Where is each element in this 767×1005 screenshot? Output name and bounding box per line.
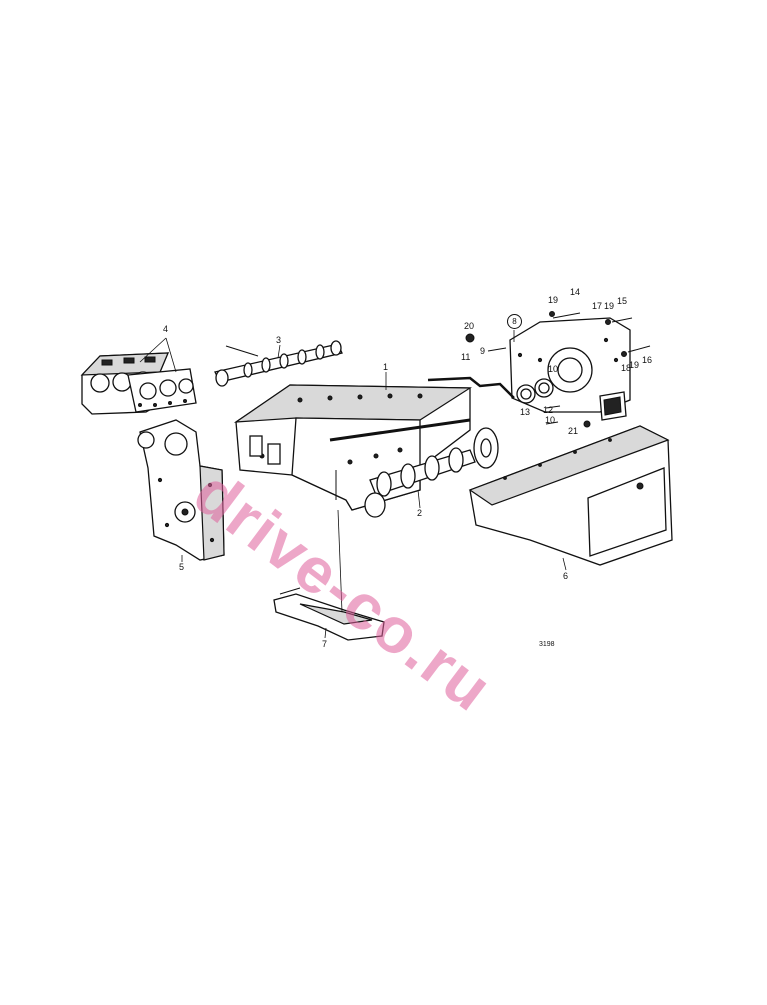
part-label: 17	[592, 301, 603, 311]
part-label: 7	[322, 639, 328, 649]
part-label: 4	[163, 324, 169, 334]
part-label: 12	[543, 405, 554, 415]
bolts-and-nuts	[465, 311, 651, 428]
part-label: 11	[461, 352, 471, 362]
part-8-flywheel-housing	[509, 317, 631, 421]
part-label: 2	[417, 508, 423, 518]
part-label: 19	[548, 295, 559, 305]
part-label: 13	[520, 407, 531, 417]
seal-rings	[516, 378, 554, 404]
part-label: 19	[629, 360, 640, 370]
part-label: 20	[464, 321, 475, 331]
part-label: 3	[276, 335, 282, 345]
part-label: 21	[568, 426, 579, 436]
part-label: 15	[617, 296, 628, 306]
part-label: 19	[604, 301, 615, 311]
part-3-camshaft	[214, 340, 343, 387]
part-label: 18	[621, 363, 632, 373]
part-2-crankshaft	[364, 427, 499, 518]
part-label: 16	[642, 355, 653, 365]
part-label: 1	[383, 362, 389, 372]
part-label: 10	[548, 364, 559, 374]
part-7-support-bracket	[273, 587, 385, 641]
drawing-code: 3198	[539, 641, 555, 648]
part-label: 10	[545, 415, 556, 425]
part-6-oil-sump	[468, 425, 673, 566]
part-label: 9	[480, 346, 486, 356]
part-label: 14	[570, 287, 581, 297]
part-5-timing-casing	[137, 419, 225, 561]
part-label: 6	[563, 571, 569, 581]
part-label-circled: 8	[507, 314, 522, 329]
part-4-head-gasket	[127, 368, 197, 413]
part-label: 5	[179, 562, 185, 572]
oil-pipe	[427, 376, 515, 399]
